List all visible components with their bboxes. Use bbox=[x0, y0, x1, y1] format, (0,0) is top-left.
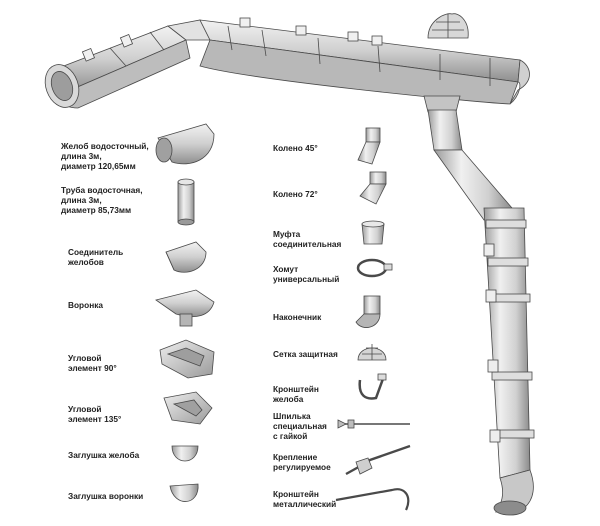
label-gutter-cap: Заглушка желоба bbox=[68, 450, 140, 460]
label-gutter-bracket: Кронштейн желоба bbox=[273, 384, 319, 404]
label-downpipe: Труба водосточная, длина 3м, диаметр 85,… bbox=[61, 185, 143, 215]
downpipe-icon bbox=[177, 178, 195, 226]
coupling-icon bbox=[361, 220, 385, 245]
gutter-cap-icon bbox=[171, 445, 199, 462]
label-coupling: Муфта соединительная bbox=[273, 229, 342, 249]
corner-90-icon bbox=[159, 339, 215, 379]
label-funnel-cap: Заглушка воронки bbox=[68, 491, 144, 501]
elbow-45-icon bbox=[357, 127, 381, 165]
label-pipe-clamp: Хомут универсальный bbox=[273, 264, 340, 284]
label-funnel: Воронка bbox=[68, 300, 103, 310]
label-gutter-connector: Соединитель желобов bbox=[68, 247, 124, 267]
label-metal-bracket: Кронштейн металлический bbox=[273, 489, 337, 509]
gutter-connector-icon bbox=[165, 241, 207, 273]
elbow-72-icon bbox=[359, 171, 387, 205]
leaf-guard-icon bbox=[357, 344, 387, 361]
pipe-clamp-icon bbox=[356, 258, 393, 278]
gutter-bracket-icon bbox=[358, 373, 387, 400]
funnel-icon bbox=[155, 289, 215, 327]
label-corner-90: Угловой элемент 90° bbox=[68, 353, 117, 373]
label-threaded-stud: Шпилька специальная с гайкой bbox=[273, 411, 327, 441]
label-leaf-guard: Сетка защитная bbox=[273, 349, 338, 359]
outlet-tip-icon bbox=[355, 295, 381, 328]
adjustable-mount-icon bbox=[345, 444, 411, 476]
assembled-gutter-icon bbox=[44, 13, 530, 113]
label-adjustable-mount: Крепление регулируемое bbox=[273, 452, 331, 472]
label-corner-135: Угловой элемент 135° bbox=[68, 404, 122, 424]
assembled-downpipe-icon bbox=[427, 109, 535, 516]
label-elbow-45: Колено 45° bbox=[273, 143, 318, 153]
gutter-half-pipe-icon bbox=[155, 123, 215, 165]
corner-135-icon bbox=[163, 391, 213, 425]
label-outlet-tip: Наконечник bbox=[273, 312, 322, 322]
funnel-cap-icon bbox=[169, 483, 199, 502]
metal-hook-bracket-icon bbox=[335, 488, 410, 511]
threaded-stud-icon bbox=[337, 419, 410, 429]
label-gutter: Желоб водосточный, длина 3м, диаметр 120… bbox=[61, 141, 149, 171]
label-elbow-72: Колено 72° bbox=[273, 189, 318, 199]
